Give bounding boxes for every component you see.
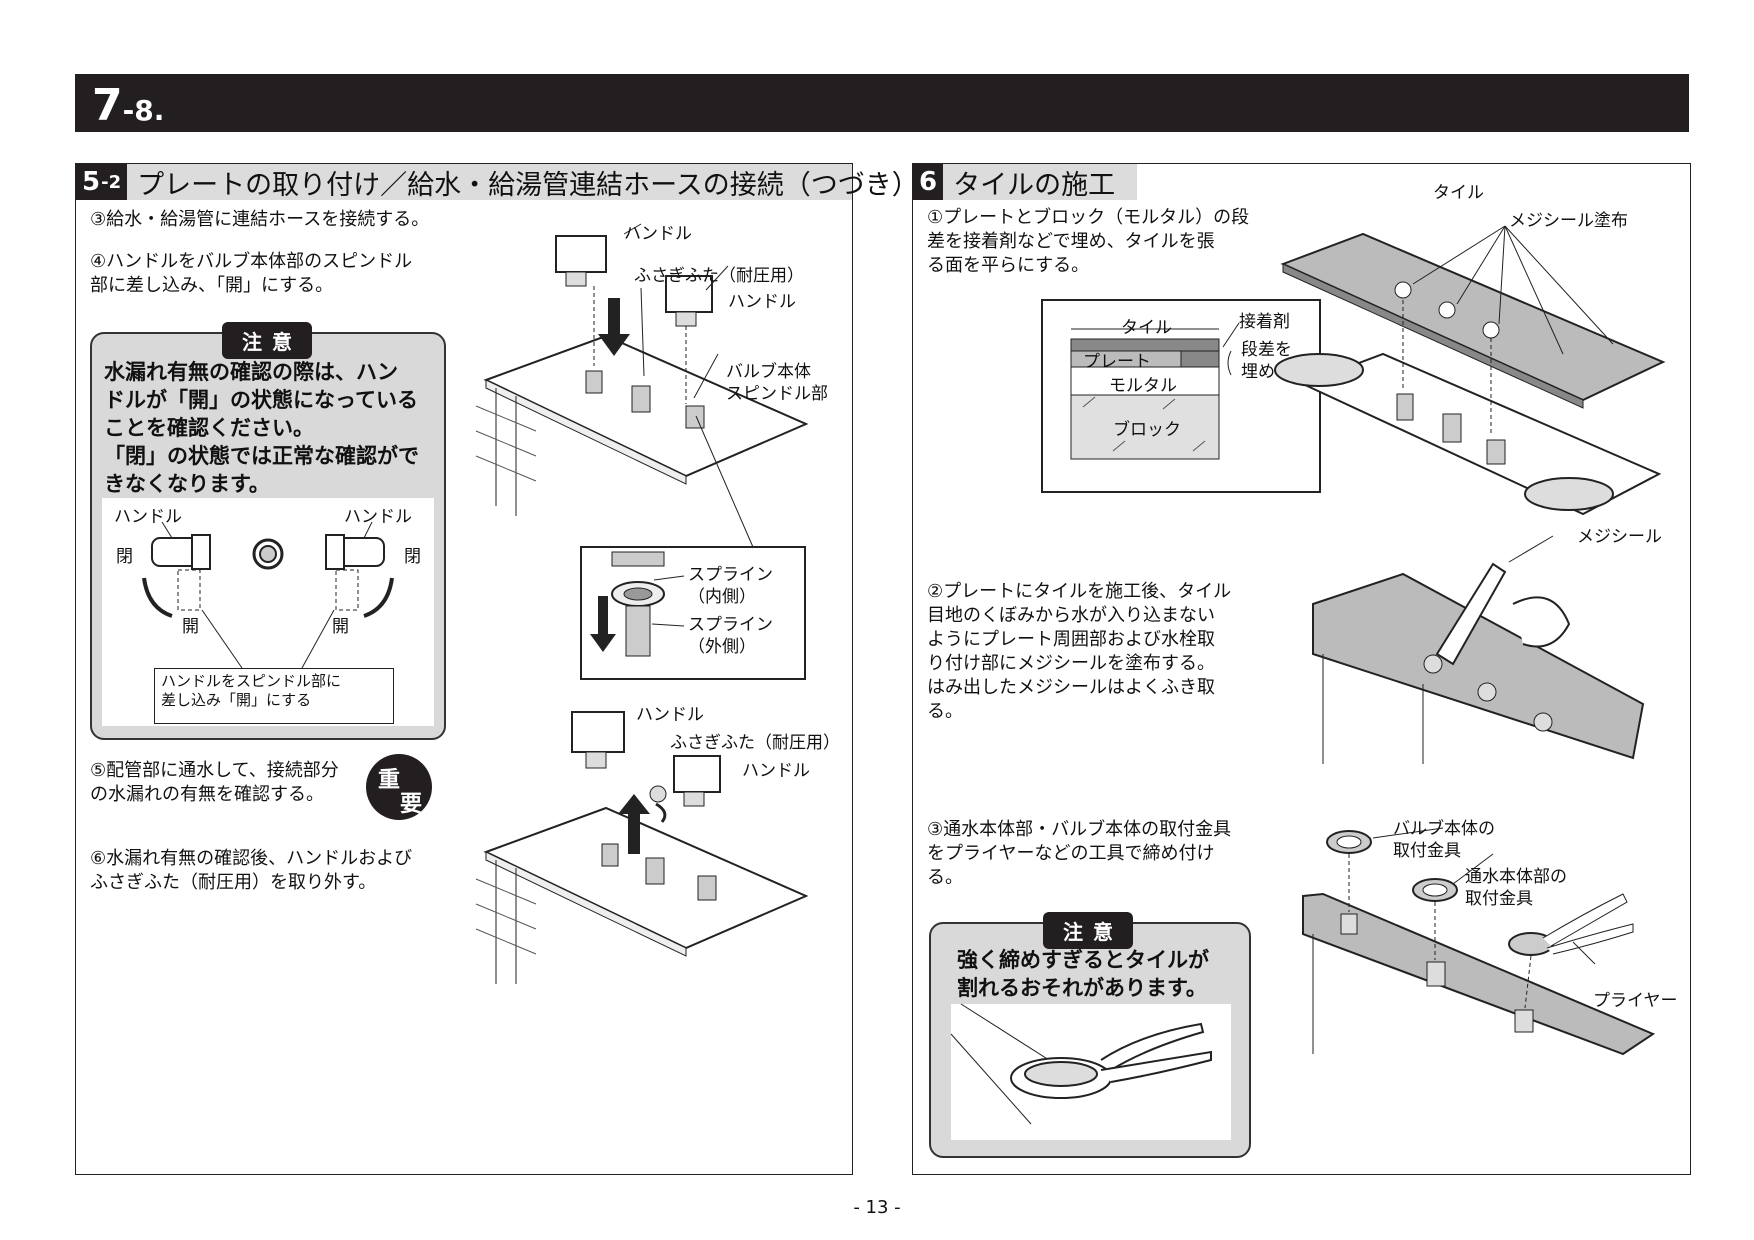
right-step-2: ②プレートにタイルを施工後、タイル 目地のくぼみから水が入り込まない ようにプレ… <box>927 581 1232 722</box>
installation-figure-1 <box>475 223 809 555</box>
handle-left-label: ハンドル <box>114 507 182 527</box>
handle-diagram: ハンドル ハンドル 閉 閉 開 開 ハンドルをス <box>102 498 434 726</box>
important-badge: 重 要 <box>366 754 432 820</box>
layer-tile-label: タイル <box>1121 318 1172 338</box>
right-caution-text: 強く締めすぎるとタイルが 割れるおそれがあります。 <box>957 948 1209 1000</box>
chapter-major: 7 <box>92 80 123 131</box>
fig2-handle1-label: ハンドル <box>636 705 704 725</box>
layer-mortar-label: モルタル <box>1109 376 1177 396</box>
close-left-label: 閉 <box>116 547 133 567</box>
right-section-title: タイルの施工 <box>953 169 1116 201</box>
pliers-drawing <box>950 1003 1212 1125</box>
left-section-header: 5-2 プレートの取り付け／給水・給湯管連結ホースの接続（つづき） <box>76 164 919 201</box>
right-step-1: ①プレートとブロック（モルタル）の段 差を接着剤などで埋め、タイルを張 る面を平… <box>927 207 1250 276</box>
chapter-number: 7-8. <box>92 80 164 131</box>
left-step-6: ⑥水漏れ有無の確認後、ハンドルおよび ふさぎふた（耐圧用）を取り外す。 <box>90 848 413 893</box>
tile-figure-1 <box>1274 225 1666 516</box>
left-section-title: プレートの取り付け／給水・給湯管連結ホースの接続（つづき） <box>137 169 919 201</box>
open-right-label: 開 <box>332 617 349 637</box>
fig1-handle2-label: ハンドル <box>728 292 796 312</box>
left-step-3: ③給水・給湯管に連結ホースを接続する。 <box>90 209 430 230</box>
right-panel: 6 タイルの施工 ①プレートとブロック（モルタル）の段 差を接着剤などで埋め、タ… <box>912 163 1691 1175</box>
caution-tag: 注意 <box>222 322 312 359</box>
chapter-minor: -8. <box>122 94 165 127</box>
left-section-badge: 5-2 <box>76 164 128 200</box>
caution-text: 水漏れ有無の確認の際は、ハン ドルが「開」の状態になっている ことを確認ください… <box>104 360 419 496</box>
right-step-3: ③通水本体部・バルブ本体の取付金具 をプライヤーなどの工具で締め付け る。 <box>927 819 1232 888</box>
handle-diagram-drawing <box>142 521 394 669</box>
right-caution-tag: 注意 <box>1043 912 1133 949</box>
handle-callout: ハンドルをスピンドル部に 差し込み「開」にする <box>154 668 394 724</box>
pliers-detail <box>950 1003 1231 1140</box>
fig1-handle1-label: ハンドル <box>624 224 692 244</box>
fig1-tile-label: タイル <box>1433 183 1484 203</box>
layer-drawing <box>1070 322 1240 460</box>
tile-figure-2 <box>1312 535 1645 764</box>
left-step-5: ⑤配管部に通水して、接続部分 の水漏れの有無を確認する。 <box>90 760 339 805</box>
fig2-handle2-label: ハンドル <box>742 761 810 781</box>
left-panel: 5-2 プレートの取り付け／給水・給湯管連結ホースの接続（つづき） ③給水・給湯… <box>75 163 919 1175</box>
page-number: - 13 - <box>853 1197 901 1218</box>
important-top: 重 <box>378 768 401 793</box>
spline-detail: スプライン （内側） スプライン （外側） <box>580 546 806 680</box>
right-caution-box: 注意 強く締めすぎるとタイルが 割れるおそれがあります。 <box>929 912 1251 1158</box>
fig3-pliers-label: プライヤー <box>1593 991 1678 1011</box>
close-right-label: 閉 <box>404 547 421 567</box>
layer-plate-label: プレート <box>1083 352 1151 372</box>
fig1-valve-label: バルブ本体 スピンドル部 <box>726 362 828 404</box>
fig2-cap-label: ふさぎふた（耐圧用） <box>670 733 840 753</box>
fig3-body-fitting-label: 通水本体部の 取付金具 <box>1465 867 1567 909</box>
layer-diagram: タイル プレート モルタル ブロック 接着剤 段差を 埋める <box>1041 299 1321 493</box>
fig1-cap-label: ふさぎふた（耐圧用） <box>634 266 804 286</box>
important-bottom: 要 <box>400 792 423 817</box>
layer-adhesive-label: 接着剤 <box>1239 312 1290 332</box>
spline-inner-label: スプライン （内側） <box>688 565 773 607</box>
spline-outer-label: スプライン （外側） <box>688 615 773 657</box>
spline-drawing <box>590 551 685 657</box>
header-bar <box>75 74 1689 132</box>
left-step-4: ④ハンドルをバルブ本体部のスピンドル 部に差し込み、「開」にする。 <box>90 251 413 296</box>
handle-right-label: ハンドル <box>344 507 412 527</box>
open-left-label: 開 <box>182 617 199 637</box>
fig2-sealant-label: メジシール <box>1577 527 1662 547</box>
right-section-header: 6 タイルの施工 <box>913 164 1137 201</box>
layer-block-label: ブロック <box>1113 420 1181 440</box>
left-caution-box: 注意 水漏れ有無の確認の際は、ハン ドルが「開」の状態になっている ことを確認く… <box>90 322 446 740</box>
fig1-sealant-label: メジシール塗布 <box>1509 211 1628 231</box>
right-section-badge: 6 <box>913 164 944 200</box>
tile-figure-3 <box>1302 827 1656 1056</box>
fig3-valve-fitting-label: バルブ本体の 取付金具 <box>1393 819 1495 861</box>
installation-figure-2 <box>475 711 809 984</box>
